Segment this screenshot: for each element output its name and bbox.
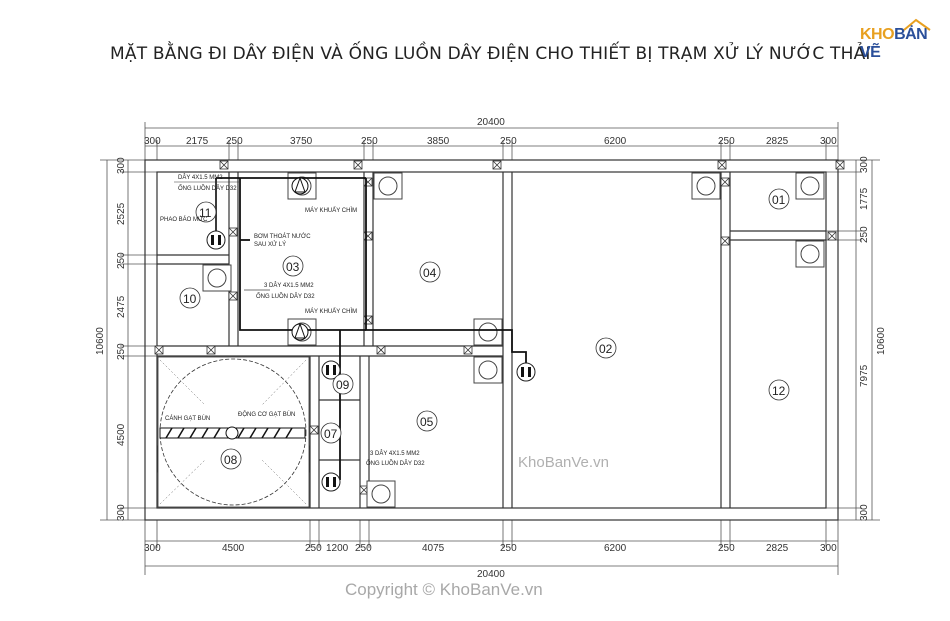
dim-left-total: 10600 [95,327,106,355]
dim-label: 300 [820,543,837,554]
dim-label: 300 [144,543,161,554]
dim-right-total: 10600 [876,327,887,355]
dim-label: 250 [226,136,243,147]
dimension-top: 20400 300 2175 250 3750 250 3850 250 620… [144,117,839,160]
scraper-motor-label: ĐỘNG CƠ GẠT BÙN [238,411,295,418]
copyright-text: Copyright © KhoBanVe.vn [345,580,543,599]
room-labels: 01 02 03 04 05 07 08 09 10 11 12 [179,188,790,470]
room-number: 04 [423,266,437,280]
room-number: 09 [336,378,350,392]
dimension-bottom: 300 4500 250 1200 250 4075 250 6200 250 … [144,520,839,580]
page-title: MẶT BẰNG ĐI DÂY ĐIỆN VÀ ỐNG LUỒN DÂY ĐIỆ… [110,44,871,64]
mixer-label: MÁY KHUẤY CHÌM [305,207,357,214]
dim-label: 250 [859,226,870,243]
dim-label: 250 [718,543,735,554]
dim-label: 250 [116,343,127,360]
dim-label: 2825 [766,136,789,147]
dim-label: 4500 [116,423,127,446]
logo-house-icon [903,18,931,31]
cable-label: 3 DÂY 4X1.5 MM2 [370,450,420,457]
conduit-label: ỐNG LUỒN DÂY D32 [366,460,425,467]
dim-label: 6200 [604,543,627,554]
dim-label: 250 [355,543,372,554]
cable-route-thin [215,180,360,461]
dim-top-total: 20400 [477,117,505,128]
mixer-label: MÁY KHUẤY CHÌM [305,308,357,315]
dim-bottom-total: 20400 [477,569,505,580]
room-number: 10 [183,292,197,306]
float-switch-label: PHAO BÁO MỨC [160,216,208,223]
room-number: 07 [324,427,338,441]
dim-label: 250 [116,252,127,269]
cable-label: DÂY 4X1.5 MM2 [178,174,223,181]
dim-label: 250 [500,136,517,147]
dim-label: 3750 [290,136,313,147]
dim-label: 300 [116,504,127,521]
dimension-left: 300 2525 250 2475 250 4500 300 10600 [95,157,160,521]
room-number: 05 [420,415,434,429]
dim-label: 1200 [326,543,349,554]
dim-label: 250 [500,543,517,554]
dim-label: 250 [361,136,378,147]
room-number: 01 [772,193,786,207]
logo: KHOBẢN VẼ [860,26,928,61]
dim-label: 250 [305,543,322,554]
mixer-symbols [291,176,309,341]
dim-label: 300 [820,136,837,147]
dim-label: 1775 [859,187,870,210]
dim-label: 300 [144,136,161,147]
dim-label: 300 [859,156,870,173]
room-number: 02 [599,342,613,356]
dim-label: 2175 [186,136,209,147]
scraper-blade-label: CÁNH GẠT BÙN [165,415,210,422]
room-number: 11 [199,206,212,220]
dim-label: 300 [116,157,127,174]
watermark: KhoBanVe.vn [518,454,609,471]
cable-label: 3 DÂY 4X1.5 MM2 [264,282,314,289]
dim-label: 2525 [116,202,127,225]
dim-label: 3850 [427,136,450,147]
dimension-right: 300 1775 250 7975 300 10600 [826,156,887,521]
dim-label: 6200 [604,136,627,147]
conduit-label: ỐNG LUỒN DÂY D32 [256,293,315,300]
room-number: 12 [772,384,786,398]
dim-label: 2825 [766,543,789,554]
dim-label: 2475 [116,295,127,318]
room-number: 03 [286,260,300,274]
conduit-label: ỐNG LUỒN DÂY D32 [178,185,237,192]
drain-pump-label: BƠM THOÁT NƯỚC [254,233,311,240]
annotations: DÂY 4X1.5 MM2 ỐNG LUỒN DÂY D32 PHAO BÁO … [160,174,425,467]
sludge-scraper-tank [157,356,310,508]
dim-label: 4500 [222,543,245,554]
dim-label: 7975 [859,364,870,387]
after-treatment-label: SAU XỬ LÝ [254,241,286,248]
dim-label: 300 [859,504,870,521]
dim-label: 250 [718,136,735,147]
room-number: 08 [224,453,238,467]
dim-label: 4075 [422,543,445,554]
